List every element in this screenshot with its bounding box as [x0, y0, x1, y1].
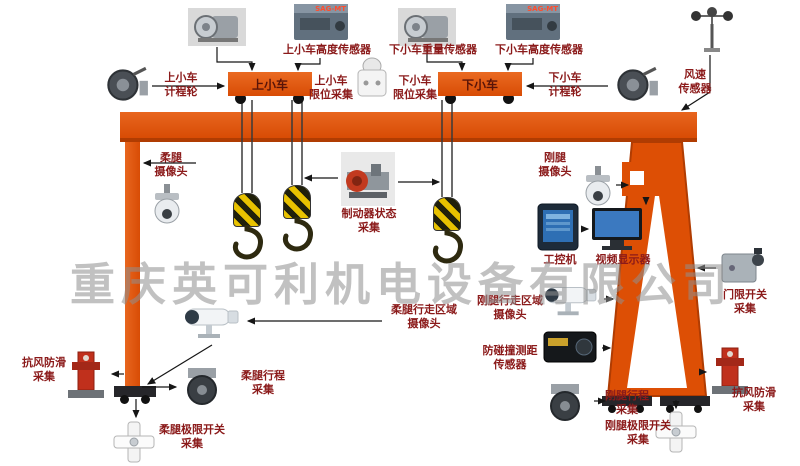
- label-rigid-leg-travel: 刚腿行程 采集: [605, 389, 649, 416]
- lower-trolley: 下小车: [438, 72, 522, 96]
- door-switch-icon: [718, 244, 768, 288]
- trolley-wheel: [235, 93, 246, 104]
- sensor-model-badge: SAG-MT: [527, 5, 558, 13]
- limit-switch-icon: [652, 410, 700, 454]
- touch-panel-icon: [536, 202, 580, 254]
- hook-block: [433, 197, 461, 231]
- label-video-display: 视频显示器: [595, 253, 651, 266]
- limit-sensor-icon: [354, 56, 390, 102]
- hook-block: [283, 185, 311, 219]
- anemometer-icon: [688, 6, 736, 54]
- lower-trolley-label: 下小车: [461, 77, 498, 92]
- label-lower-trolley-weight-sensor: 下小车重量传感器: [389, 43, 477, 56]
- label-lower-trolley-limit: 下小车 限位采集: [393, 74, 437, 101]
- foot-wheel: [120, 395, 129, 404]
- label-wind-speed-sensor: 风速 传感器: [678, 68, 712, 95]
- label-anti-wind-left: 抗风防滑 采集: [22, 356, 66, 383]
- label-industrial-pc: 工控机: [543, 253, 577, 266]
- flexible-leg-foot: [114, 386, 156, 397]
- hoist-motor-icon: [398, 8, 456, 46]
- label-lower-trolley-height-sensor: 下小车高度传感器: [495, 43, 583, 56]
- label-rigid-leg-limit-switch: 刚腿极限开关 采集: [605, 419, 671, 446]
- label-upper-trolley-odometer: 上小车 计程轮: [164, 71, 198, 98]
- trolley-wheel: [503, 93, 514, 104]
- crane-hook-icon: [282, 217, 313, 252]
- upper-trolley: 上小车: [228, 72, 312, 96]
- label-anti-collision-sensor: 防碰撞测距 传感器: [482, 344, 538, 371]
- windproof-device-icon: [708, 346, 752, 396]
- crane-main-beam: [120, 112, 697, 142]
- label-lower-trolley-odometer: 下小车 计程轮: [548, 71, 582, 98]
- travel-wheel-icon: [178, 366, 226, 406]
- label-upper-trolley-limit: 上小车 限位采集: [309, 74, 353, 101]
- distance-sensor-icon: [540, 326, 600, 368]
- label-flex-leg-travel: 柔腿行程 采集: [241, 369, 285, 396]
- trolley-wheel: [293, 93, 304, 104]
- label-rigid-leg-area-camera: 刚腿行走区域 摄像头: [477, 294, 543, 321]
- sensor-model-badge: SAG-MT: [315, 5, 346, 13]
- foot-wheel: [141, 395, 150, 404]
- label-door-limit-switch: 门限开关 采集: [723, 288, 767, 315]
- crane-flexible-leg: [125, 142, 140, 388]
- odometer-wheel-icon: [610, 66, 660, 104]
- label-flex-leg-camera: 柔腿 摄像头: [154, 151, 188, 178]
- hoist-motor-icon: [188, 8, 246, 46]
- cab-window: [630, 171, 644, 185]
- limit-switch-icon: [110, 420, 158, 464]
- odometer-wheel-icon: [100, 66, 150, 104]
- bullet-camera-icon: [540, 276, 602, 320]
- ptz-camera-icon: [578, 166, 618, 208]
- hook-block: [233, 193, 261, 227]
- travel-wheel-icon: [538, 382, 592, 422]
- windproof-device-icon: [64, 350, 108, 400]
- crane-rigid-leg: [602, 141, 710, 413]
- crane-hook-icon: [232, 225, 263, 260]
- weight-sensor-icon: SAG-MT: [506, 4, 560, 40]
- label-flex-leg-area-camera: 柔腿行走区域 摄像头: [391, 303, 457, 330]
- label-rigid-leg-camera: 刚腿 摄像头: [538, 151, 572, 178]
- upper-trolley-label: 上小车: [251, 77, 288, 92]
- label-flex-leg-limit-switch: 柔腿极限开关 采集: [159, 423, 225, 450]
- bullet-camera-icon: [180, 297, 244, 343]
- ptz-camera-icon: [146, 184, 188, 226]
- label-anti-wind-right: 抗风防滑 采集: [732, 386, 776, 413]
- label-upper-trolley-height-sensor: 上小车高度传感器: [283, 43, 371, 56]
- monitor-icon: [590, 206, 644, 254]
- height-sensor-icon: SAG-MT: [294, 4, 348, 40]
- brake-icon: [340, 152, 396, 206]
- rigid-leg-cab: [622, 162, 660, 196]
- label-brake-status: 制动器状态 采集: [341, 207, 397, 234]
- crane-hook-icon: [432, 229, 463, 264]
- trolley-wheel: [445, 93, 456, 104]
